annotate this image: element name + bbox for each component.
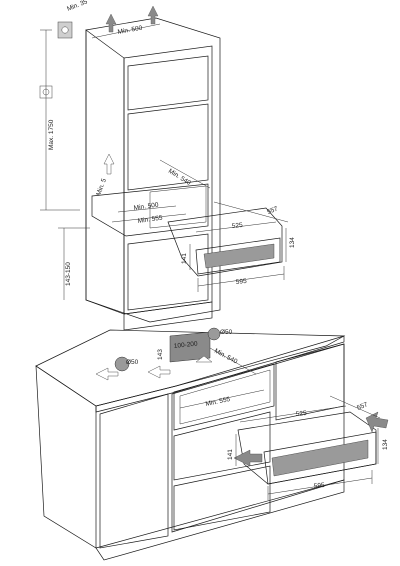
- drawer-glass-top: [203, 243, 275, 269]
- lower-drawer-2: [173, 465, 271, 531]
- base-niche: [173, 363, 275, 431]
- right-unit: [275, 343, 345, 421]
- tall-cabinet-figure: Max. 1750 Min. 35 Min. 500 Min. 540 Min.…: [39, 0, 296, 331]
- air-intake-arrow-icon: [103, 153, 115, 175]
- base-plinth: [95, 479, 345, 561]
- label-min-555-bottom: Min. 555: [205, 396, 231, 408]
- label-min-555: Min. 555: [137, 215, 163, 225]
- label-143-150: 143-150: [65, 262, 72, 286]
- wall-panel: [85, 17, 221, 323]
- plinth: [123, 301, 213, 331]
- front-left-door: [99, 393, 169, 549]
- label-141-top: 141: [181, 253, 188, 264]
- drawer-front-top: [195, 237, 281, 275]
- base-cabinet-figure: Ø50 Ø50 100-200 143 Min. 540 Min. 555: [35, 327, 389, 561]
- label-max-1750: Max. 1750: [48, 119, 55, 150]
- upper-door: [127, 55, 209, 111]
- label-134-bottom: 134: [382, 439, 389, 450]
- label-557-bottom: 557: [356, 401, 369, 412]
- label-min-500-mid: Min. 500: [133, 202, 159, 212]
- lower-door: [127, 233, 209, 311]
- label-557-top: 557: [266, 205, 279, 215]
- label-595-bottom: 595: [313, 482, 325, 490]
- air-outlet-arrow-icon: [233, 411, 389, 467]
- base-niche-inner: [179, 369, 271, 425]
- warming-drawer-top: [167, 207, 283, 277]
- air-intake-arrow-icon: [95, 355, 213, 381]
- label-min-500-top: Min. 500: [117, 25, 143, 36]
- drawer-glass-bottom: [271, 439, 369, 477]
- hole-right-icon: [207, 327, 221, 341]
- label-100-200: 100-200: [173, 340, 198, 349]
- drawer-front-bottom: [263, 431, 377, 485]
- label-141-bottom: 141: [227, 449, 234, 460]
- label-595-top: 595: [235, 278, 247, 286]
- air-outlet-arrow-icon: [105, 5, 159, 33]
- label-min-540-bottom: Min. 540: [213, 348, 239, 366]
- label-min-5: Min. 5: [95, 177, 108, 196]
- label-diam50-left: Ø50: [126, 359, 139, 366]
- niche-back: [149, 185, 207, 229]
- cabinet-left-side: [35, 365, 97, 549]
- label-525-top: 525: [231, 222, 243, 230]
- power-socket-icon: [39, 21, 73, 99]
- lower-drawer-1: [173, 411, 271, 481]
- label-min-35: Min. 35: [66, 0, 89, 13]
- label-143: 143: [157, 349, 164, 360]
- ventilation-cutout: [169, 331, 211, 363]
- middle-door: [127, 103, 209, 191]
- niche-opening: [91, 183, 209, 237]
- label-134-top: 134: [289, 237, 296, 248]
- label-525-bottom: 525: [295, 410, 307, 418]
- hole-left-icon: [114, 356, 130, 372]
- label-diam50-right: Ø50: [220, 329, 233, 336]
- cabinet-side: [85, 29, 125, 315]
